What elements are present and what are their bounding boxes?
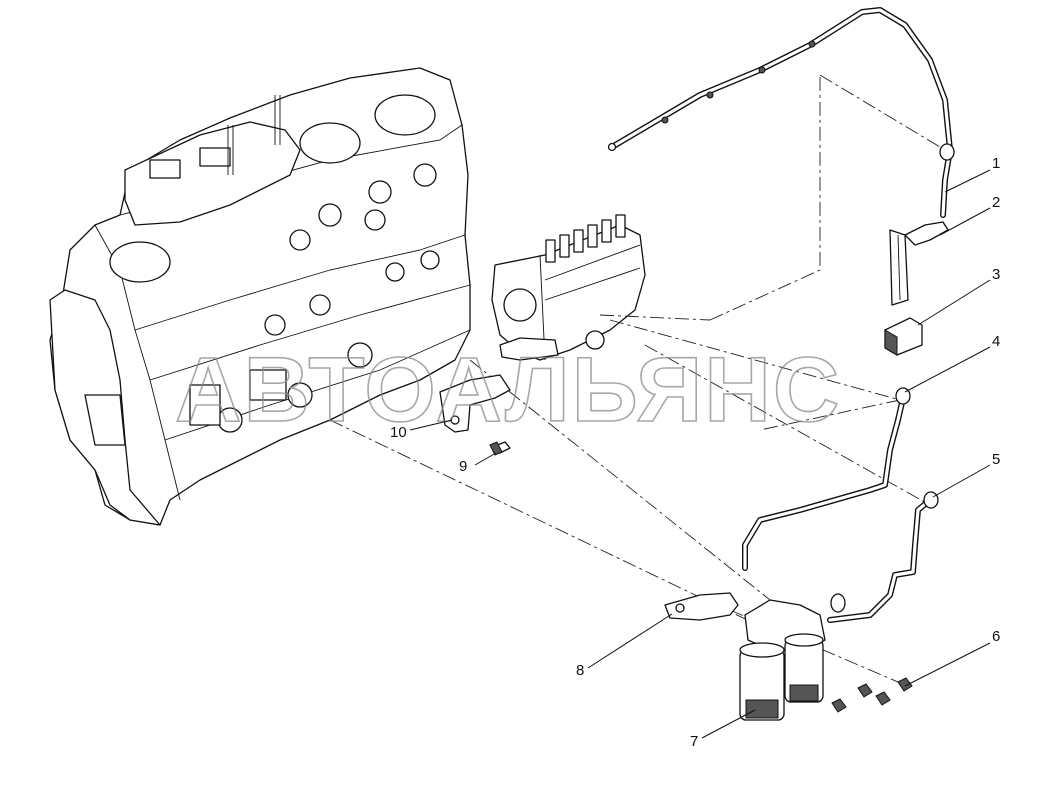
part-1-return-line <box>607 7 955 218</box>
part-9-bolt <box>489 441 511 456</box>
callout-6: 6 <box>992 628 1000 645</box>
callout-8: 8 <box>576 662 584 679</box>
engine-block <box>49 67 471 526</box>
part-7-fuel-filter <box>739 599 826 721</box>
part-4-fuel-pipe <box>742 387 911 571</box>
part-8-bracket <box>664 592 739 621</box>
part-3-clamp <box>884 317 923 356</box>
part-5-fuel-pipe <box>827 491 939 623</box>
watermark-text: АВТОАЛЬЯНС <box>175 339 841 441</box>
callout-1: 1 <box>992 155 1000 172</box>
part-6-bolts <box>831 677 913 713</box>
pump-delivery-valves <box>545 214 626 263</box>
injection-pump <box>491 214 646 361</box>
callout-7: 7 <box>690 733 698 750</box>
part-2-fitting <box>889 221 949 306</box>
callout-labels: 1 2 3 4 5 6 7 8 9 10 <box>390 155 1000 750</box>
callout-10: 10 <box>390 424 407 441</box>
part-10-bracket <box>439 374 511 433</box>
callout-5: 5 <box>992 451 1000 468</box>
callout-leaders <box>409 169 991 739</box>
callout-4: 4 <box>992 333 1000 350</box>
callout-2: 2 <box>992 194 1000 211</box>
callout-3: 3 <box>992 266 1000 283</box>
callout-9: 9 <box>459 458 467 475</box>
